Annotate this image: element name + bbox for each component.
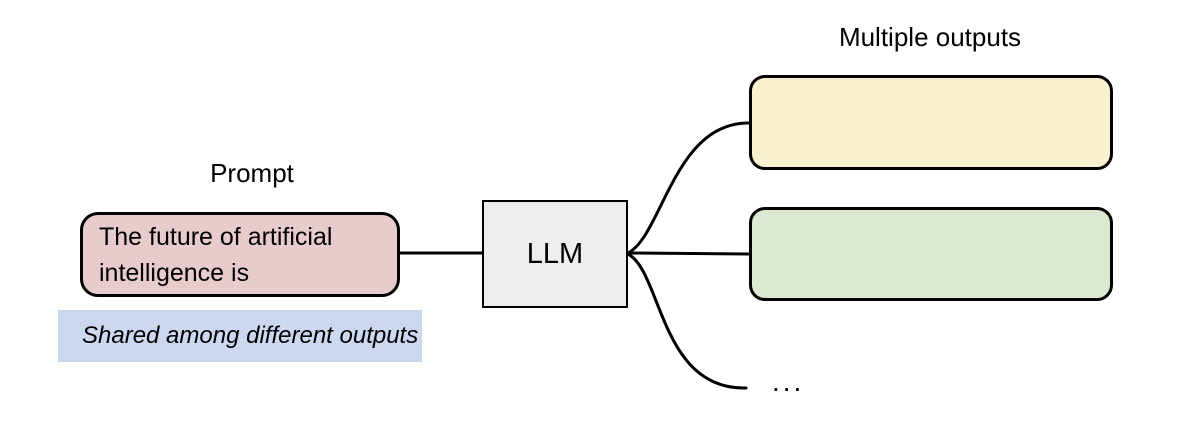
output-box-bottom	[749, 207, 1113, 301]
multiple-outputs-label: Multiple outputs	[838, 22, 1022, 52]
output-box-top	[749, 75, 1113, 170]
connector-llm-to-output-middle	[626, 251, 751, 256]
more-outputs-ellipsis: ...	[772, 366, 805, 397]
prompt-box-text: The future of artificial intelligence is	[99, 222, 333, 287]
llm-box: LLM	[482, 200, 628, 308]
connector-llm-to-output-top	[626, 121, 750, 255]
connector-llm-to-ellipsis	[626, 252, 748, 390]
prompt-box: The future of artificial intelligence is	[80, 212, 400, 297]
prompt-label: Prompt	[210, 158, 294, 188]
shared-note-text: Shared among different outputs	[82, 322, 419, 349]
shared-note-highlight: Shared among different outputs	[58, 310, 422, 362]
